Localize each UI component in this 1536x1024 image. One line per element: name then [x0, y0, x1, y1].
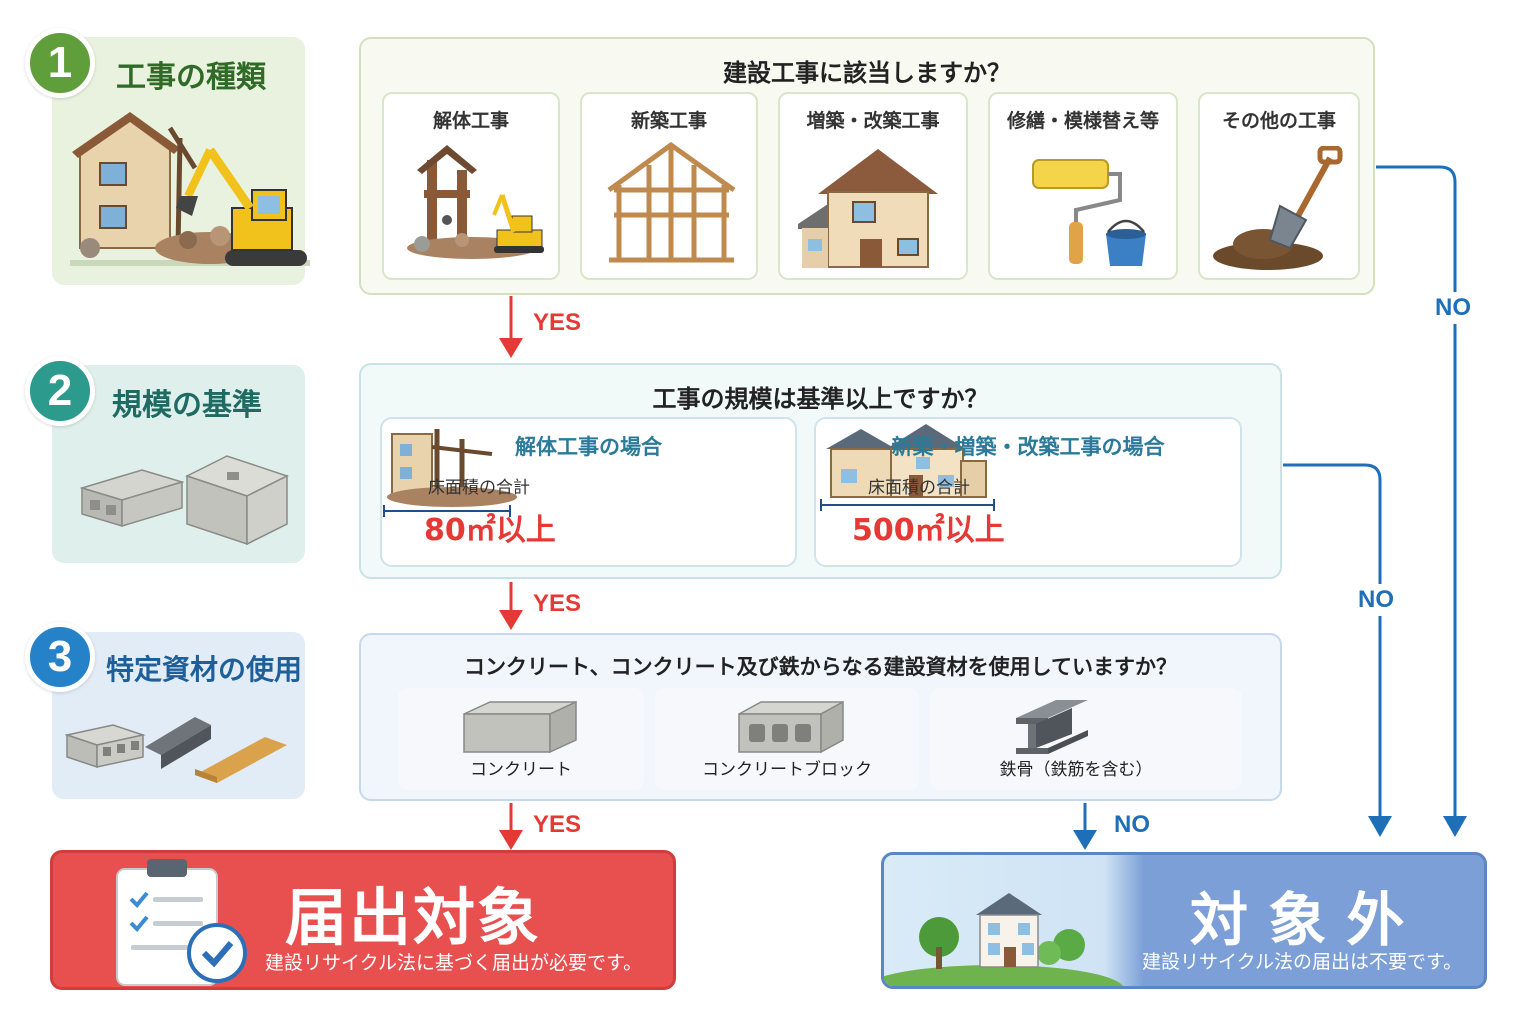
materials-illustration [65, 717, 287, 783]
no-arrow-1 [1376, 165, 1467, 837]
demolished-house-icon [383, 429, 517, 517]
q3-material-label: コンクリート [470, 760, 572, 780]
q3-material-concrete[interactable]: コンクリート [398, 688, 644, 790]
q2-demolition-title: 解体工事の場合 [515, 435, 662, 459]
result-not-applicable: 対 象 外 建設リサイクル法の届出は不要です。 [881, 852, 1487, 989]
no-arrow-3 [1073, 803, 1097, 850]
yes-label-2: YES [533, 590, 582, 617]
q1-card-extension[interactable]: 増築・改築工事 [778, 92, 968, 280]
no-label-2: NO [1356, 584, 1396, 616]
q2-construction-criteria: 新築・増築・改築工事の場合 床面積の合計 500㎡以上 [814, 417, 1242, 567]
q1-question: 建設工事に該当しますか？ [723, 59, 1011, 87]
q1-card-label: 増築・改築工事 [806, 110, 940, 132]
concrete-slab-icon [463, 700, 577, 754]
q2-demolition-value: 80㎡以上 [424, 513, 556, 548]
yes-label-3: YES [533, 811, 582, 838]
q1-card-repair[interactable]: 修繕・模様替え等 [988, 92, 1178, 280]
shovel-icon [1213, 146, 1343, 270]
q2-demolition-label: 床面積の合計 [428, 478, 530, 498]
step1-badge: 1 [25, 28, 95, 98]
no-arrow-2 [1283, 463, 1392, 837]
step3-title: 特定資材の使用 [106, 653, 303, 686]
q3-material-concrete-block[interactable]: コンクリートブロック [655, 688, 919, 790]
q3-material-steel[interactable]: 鉄骨（鉄筋を含む） [930, 688, 1242, 790]
q3-question: コンクリート、コンクリート及び鉄からなる建設資材を使用していますか？ [464, 655, 1177, 679]
step2-badge: 2 [25, 356, 95, 426]
clipboard-check-icon [116, 859, 247, 986]
result-applicable-subtitle: 建設リサイクル法に基づく届出が必要です。 [265, 952, 643, 974]
q1-card-demolition[interactable]: 解体工事 [382, 92, 560, 280]
yes-label-1: YES [533, 309, 582, 336]
step3-badge: 3 [25, 622, 95, 692]
q3-material-label: 鉄骨（鉄筋を含む） [999, 760, 1153, 780]
result-applicable-title: 届出対象 [285, 881, 542, 954]
yes-arrow-2 [499, 582, 523, 630]
house-landscape-illustration [884, 855, 1144, 986]
q2-demolition-criteria: 解体工事の場合 床面積の合計 80㎡以上 [380, 417, 797, 567]
no-label-3: NO [1114, 811, 1150, 838]
step1-title: 工事の種類 [116, 60, 266, 95]
q1-card-label: その他の工事 [1221, 110, 1336, 132]
yes-arrow-1 [499, 296, 523, 358]
q1-card-label: 修繕・模様替え等 [1006, 110, 1159, 132]
result-not-applicable-subtitle: 建設リサイクル法の届出は不要です。 [1142, 951, 1463, 973]
q3-material-label: コンクリートブロック [702, 760, 872, 780]
q1-card-label: 解体工事 [432, 110, 509, 132]
no-label-1: NO [1433, 292, 1473, 324]
q2-construction-value: 500㎡以上 [852, 513, 1005, 548]
two-story-house-icon [820, 424, 995, 511]
demolition-excavator-illustration [70, 112, 310, 266]
q1-card-label: 新築工事 [630, 110, 707, 132]
q1-card-new-construction[interactable]: 新築工事 [580, 92, 758, 280]
step2-title: 規模の基準 [112, 388, 262, 423]
paint-roller-icon [1032, 159, 1146, 266]
result-not-applicable-title: 対 象 外 [1190, 886, 1405, 954]
result-applicable: 届出対象 建設リサイクル法に基づく届出が必要です。 [50, 850, 676, 990]
concrete-block-icon [738, 700, 844, 754]
q2-construction-label: 床面積の合計 [868, 478, 970, 498]
q2-question: 工事の規模は基準以上ですか？ [652, 385, 989, 413]
q2-construction-title: 新築・増築・改築工事の場合 [891, 435, 1165, 459]
demolition-icon [407, 145, 544, 259]
house-icon [798, 149, 938, 268]
steel-beam-icon [1016, 700, 1088, 754]
house-frame-icon [607, 141, 736, 263]
yes-arrow-3 [499, 803, 523, 850]
concrete-blocks-illustration [79, 455, 289, 546]
q1-card-other[interactable]: その他の工事 [1198, 92, 1360, 280]
